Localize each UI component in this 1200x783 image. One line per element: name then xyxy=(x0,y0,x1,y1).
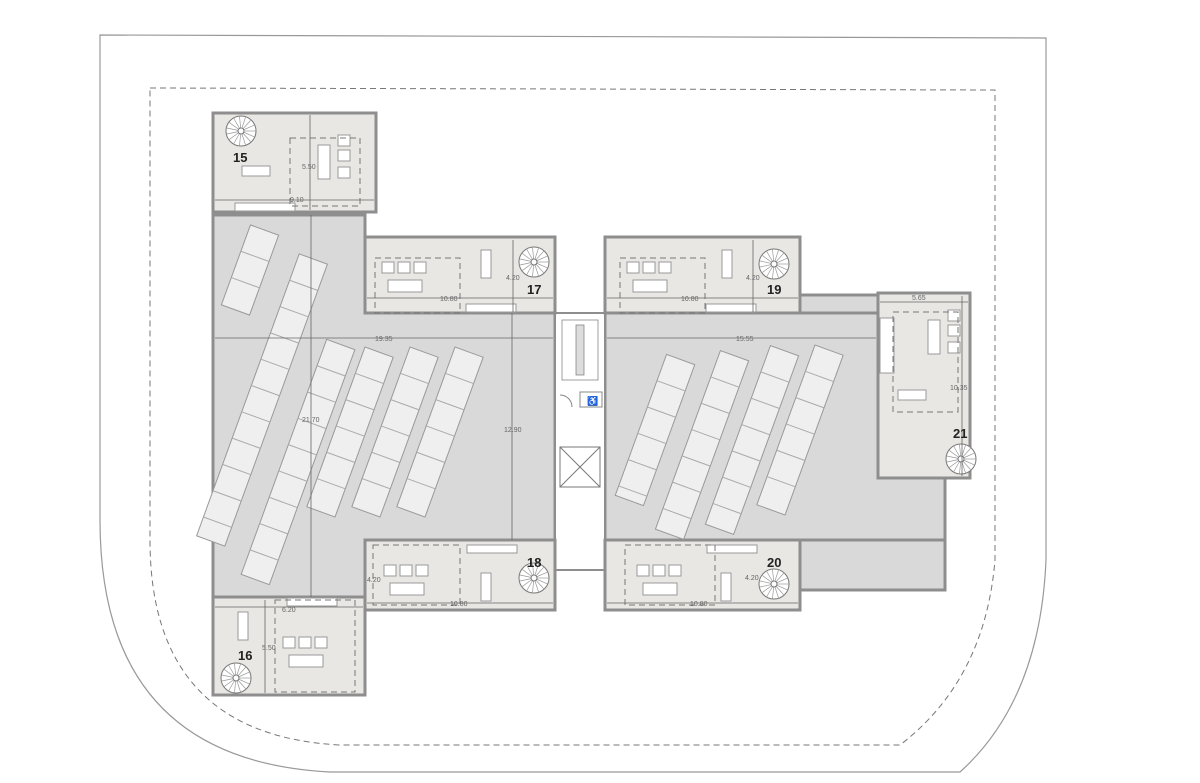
site-boundary xyxy=(99,34,1047,773)
spiral-stair-icon xyxy=(945,443,977,475)
sunbed-row xyxy=(240,338,356,586)
kitchen-counter xyxy=(466,544,518,554)
dim-left-deck-width: 19.35 xyxy=(375,336,393,343)
dimension-lines xyxy=(215,115,968,693)
sofa xyxy=(632,279,668,293)
spiral-stair-icon xyxy=(220,662,252,694)
kitchen-counter xyxy=(286,597,338,607)
armchair xyxy=(298,636,312,649)
armchair xyxy=(399,564,413,577)
unit-21-number: 21 xyxy=(953,426,967,441)
spiral-stair-icon xyxy=(518,562,550,594)
dim-right-deck-width: 15.55 xyxy=(736,336,754,343)
spiral-stair-icon xyxy=(758,568,790,600)
sofa xyxy=(927,319,941,355)
dim-18-width: 10.80 xyxy=(450,601,468,608)
spiral-stair-icon xyxy=(758,248,790,280)
setback-line xyxy=(149,87,996,746)
dining-table xyxy=(720,572,732,602)
sofa xyxy=(642,582,678,596)
sunbed-row xyxy=(195,253,329,547)
dining-table xyxy=(241,165,271,177)
dim-21-width: 5.65 xyxy=(912,295,926,302)
dining-table xyxy=(721,249,733,279)
armchair xyxy=(415,564,429,577)
sofa xyxy=(389,582,425,596)
dim-18-depth: 4.20 xyxy=(367,577,381,584)
dining-table xyxy=(480,249,492,279)
armchair xyxy=(947,324,961,337)
dim-16-width: 6.20 xyxy=(282,607,296,614)
dim-20-width: 10.80 xyxy=(690,601,708,608)
armchair xyxy=(652,564,666,577)
sunbed-row xyxy=(220,224,280,316)
sunbed-row xyxy=(614,353,696,507)
armchair xyxy=(337,149,351,162)
unit-19-number: 19 xyxy=(767,282,781,297)
right-strip-top xyxy=(798,293,880,315)
armchair xyxy=(381,261,395,274)
staircase xyxy=(561,319,599,381)
armchair xyxy=(314,636,328,649)
dim-20-depth: 4.20 xyxy=(745,575,759,582)
sunbed-row xyxy=(396,346,484,518)
dining-table xyxy=(480,572,492,602)
core: ♿ xyxy=(554,312,606,571)
sofa xyxy=(387,279,423,293)
armchair xyxy=(626,261,640,274)
sofa xyxy=(288,654,324,668)
dim-15-width: 9.10 xyxy=(290,197,304,204)
unit-16-number: 16 xyxy=(238,648,252,663)
right-strip-bottom xyxy=(798,538,947,592)
armchair xyxy=(642,261,656,274)
unit-labels: 15 16 17 18 19 20 21 xyxy=(233,150,967,663)
armchair xyxy=(658,261,672,274)
dim-21-depth: 10.35 xyxy=(950,385,968,392)
furniture xyxy=(234,134,961,693)
dim-19-depth: 4.20 xyxy=(746,275,760,282)
sunbed-row xyxy=(306,346,394,518)
dining-table xyxy=(237,611,249,641)
unit-15-number: 15 xyxy=(233,150,247,165)
sunbed-row xyxy=(756,344,844,516)
lift-shaft xyxy=(559,446,601,488)
sunbed-row xyxy=(351,346,439,518)
kitchen-counter xyxy=(465,303,517,313)
armchair xyxy=(413,261,427,274)
unit-20-number: 20 xyxy=(767,555,781,570)
kitchen-counter xyxy=(234,202,296,212)
armchair xyxy=(337,134,351,147)
dim-left-deck-depth: 21.70 xyxy=(302,417,320,424)
armchair xyxy=(947,341,961,354)
dim-19-width: 10.80 xyxy=(681,296,699,303)
armchair xyxy=(383,564,397,577)
kitchen-counter xyxy=(705,303,757,313)
wc: ♿ xyxy=(559,391,603,408)
armchair xyxy=(282,636,296,649)
kitchen-counter xyxy=(879,317,895,374)
sofa xyxy=(317,144,331,180)
sunbed-row xyxy=(704,344,800,536)
dimension-labels: 5.50 9.10 6.20 5.50 4.20 10.80 4.20 10.8… xyxy=(262,164,968,652)
unit-17-number: 17 xyxy=(527,282,541,297)
wheelchair-icon: ♿ xyxy=(587,395,598,406)
spiral-stair-icon xyxy=(225,115,257,147)
armchair xyxy=(668,564,682,577)
sunbed-row xyxy=(654,349,750,541)
dim-17-width: 10.80 xyxy=(440,296,458,303)
dim-15-depth: 5.50 xyxy=(302,164,316,171)
armchair xyxy=(947,309,961,322)
armchair xyxy=(337,166,351,179)
kitchen-counter xyxy=(706,544,758,554)
spiral-stair-icon xyxy=(518,246,550,278)
unit-18-number: 18 xyxy=(527,555,541,570)
armchair xyxy=(636,564,650,577)
sunbeds xyxy=(195,224,844,586)
armchair xyxy=(397,261,411,274)
dim-left-deck-inner: 12.90 xyxy=(504,427,522,434)
dining-table xyxy=(897,389,927,401)
dim-17-depth: 4.20 xyxy=(506,275,520,282)
dim-16-depth: 5.50 xyxy=(262,645,276,652)
spiral-stairs xyxy=(220,115,977,694)
